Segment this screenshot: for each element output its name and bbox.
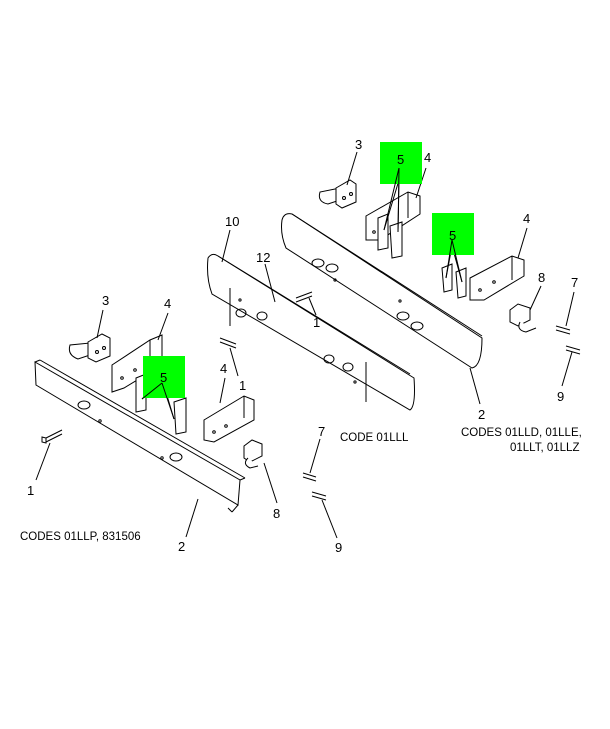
callout-4-left-lower: 4 — [220, 361, 227, 376]
leader-3-left — [96, 309, 104, 339]
callout-4-right-lower: 4 — [523, 211, 530, 226]
bolt-9-left — [311, 491, 327, 501]
leader-1-middle — [229, 347, 239, 377]
callout-4-right-upper: 4 — [424, 150, 431, 165]
hook-right-lower — [509, 303, 537, 333]
leader-8-left — [263, 462, 278, 504]
callout-7-left: 7 — [318, 424, 325, 439]
bolt-7-right — [555, 325, 571, 335]
bracket-left-lower — [203, 395, 255, 443]
tow-hook-left — [68, 333, 111, 363]
callout-5-left[interactable]: 5 — [160, 370, 167, 385]
caption-codes-right-line1: CODES 01LLD, 01LLE, — [461, 427, 582, 439]
leader-1-left — [35, 442, 51, 481]
callout-5-top[interactable]: 5 — [397, 152, 404, 167]
callout-3-left: 3 — [102, 293, 109, 308]
leader-7-right — [565, 291, 575, 327]
bolt-left — [41, 429, 63, 444]
callout-8-left: 8 — [273, 506, 280, 521]
leader-12 — [264, 263, 276, 303]
callout-1-middle: 1 — [239, 378, 246, 393]
leader-7-left — [309, 438, 321, 474]
leader-3-right — [346, 151, 358, 186]
caption-codes-right-line2: 01LLT, 01LLZ — [510, 442, 579, 454]
leader-2-right — [469, 367, 481, 405]
callout-4-left-upper: 4 — [164, 296, 171, 311]
leader-1-right — [308, 297, 317, 316]
callout-3-right: 3 — [355, 137, 362, 152]
tow-hook-right — [318, 179, 357, 209]
leader-9-left — [321, 499, 338, 539]
left-bumper — [34, 359, 246, 513]
callout-2-left: 2 — [178, 539, 185, 554]
leader-4-right-lower — [517, 227, 528, 259]
bolt-7-left — [302, 472, 317, 482]
leader-10 — [221, 229, 231, 263]
bolt-middle — [219, 337, 237, 349]
callout-2-right: 2 — [478, 407, 485, 422]
caption-codes-left: CODES 01LLP, 831506 — [20, 531, 141, 543]
caption-code-middle: CODE 01LLL — [340, 432, 409, 444]
callout-7-right: 7 — [571, 275, 578, 290]
callout-1-right: 1 — [313, 315, 320, 330]
bracket-right-lower — [469, 255, 525, 301]
highlight-box-5-left[interactable] — [143, 356, 185, 398]
leader-4-left-lower — [219, 377, 226, 404]
leader-8-right — [529, 285, 542, 311]
callout-9-right: 9 — [557, 389, 564, 404]
right-bumper — [281, 213, 483, 369]
leader-9-right — [561, 351, 573, 387]
callout-10: 10 — [225, 214, 239, 229]
reinforcement-right-lower — [441, 263, 467, 299]
highlight-box-5-right[interactable] — [432, 213, 474, 255]
bolt-9-right — [565, 345, 581, 355]
callout-8-right: 8 — [538, 270, 545, 285]
highlight-box-5-top[interactable] — [380, 142, 422, 184]
leader-2-left — [185, 498, 199, 538]
callout-1-left: 1 — [27, 483, 34, 498]
callout-12: 12 — [256, 250, 270, 265]
leader-4-left-upper — [157, 312, 169, 341]
hook-left-lower — [243, 439, 263, 469]
callout-5-right[interactable]: 5 — [449, 228, 456, 243]
callout-9-left: 9 — [335, 540, 342, 555]
bolt-right-1 — [295, 291, 313, 303]
middle-bumper — [207, 253, 415, 411]
